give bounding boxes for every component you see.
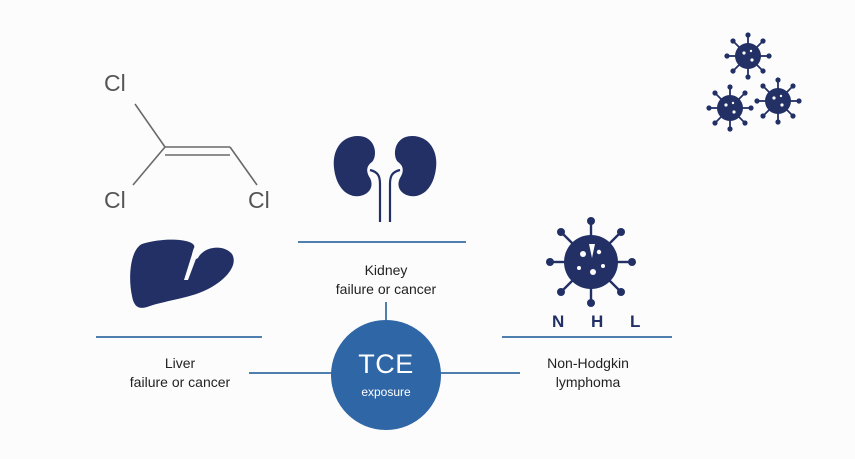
trichloroethylene-structure — [132, 103, 258, 186]
liver-icon — [130, 239, 234, 308]
nhl-caption-line1: Non-Hodgkin — [547, 355, 629, 371]
kidneys-icon — [333, 136, 437, 222]
nhl-divider — [502, 336, 672, 338]
connector-liver — [249, 372, 332, 374]
kidney-divider — [298, 241, 466, 243]
virus-cluster-icon — [705, 31, 803, 133]
kidney-caption: Kidney failure or cancer — [306, 261, 466, 299]
kidney-caption-line2: failure or cancer — [335, 281, 437, 297]
nhl-caption: Non-Hodgkin lymphoma — [508, 354, 668, 392]
liver-caption-line2: failure or cancer — [129, 374, 231, 390]
nhl-caption-line2: lymphoma — [555, 374, 621, 390]
connector-nhl — [440, 372, 520, 374]
tce-exposure-circle: TCE exposure — [331, 320, 441, 430]
kidney-caption-line1: Kidney — [364, 262, 408, 278]
connector-kidney — [385, 302, 387, 321]
nhl-abbreviation: N H L — [552, 312, 652, 331]
tce-subtitle: exposure — [361, 385, 411, 399]
liver-caption-line1: Liver — [164, 355, 196, 371]
tce-title: TCE — [358, 349, 414, 379]
chlorine-bottom-right: Cl — [248, 187, 270, 213]
chlorine-bottom-left: Cl — [104, 187, 126, 213]
liver-divider — [96, 336, 262, 338]
chlorine-top-left: Cl — [104, 70, 126, 96]
virus-icon — [546, 217, 636, 307]
liver-caption: Liver failure or cancer — [100, 354, 260, 392]
